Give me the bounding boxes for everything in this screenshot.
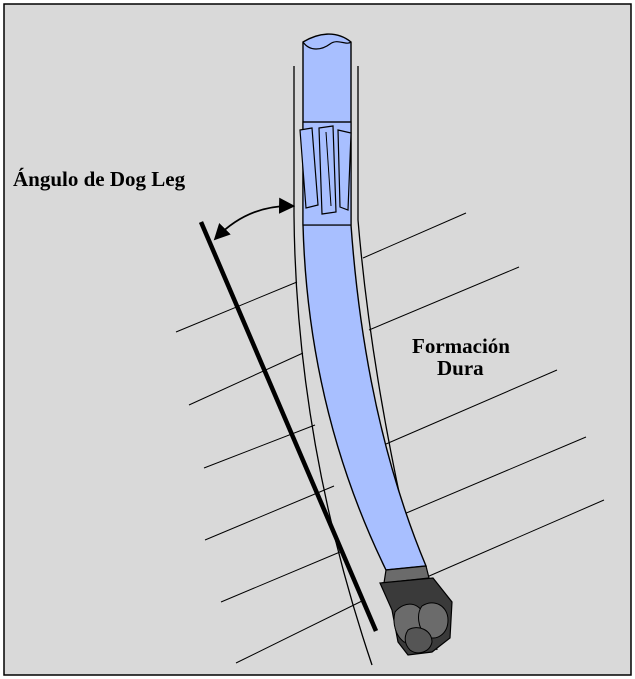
formation-lines [175, 212, 605, 664]
formation-line [203, 424, 316, 469]
stabilizer-blade [299, 127, 319, 209]
borehole-wall-left [293, 66, 373, 666]
formation-label-line2: Dura [437, 356, 484, 380]
bit-cone [404, 627, 433, 654]
formation-line [368, 266, 520, 331]
drill-bit-icon [379, 565, 453, 656]
dogleg-angle-label: Ángulo de Dog Leg [13, 167, 186, 191]
stabilizer-blade [318, 125, 337, 215]
dogleg-angle-arc [213, 197, 296, 241]
bit-cone [418, 602, 449, 639]
formation-line [403, 436, 587, 515]
formation-line [419, 499, 605, 581]
stabilizer-icon [299, 121, 352, 226]
formation-line [204, 485, 335, 541]
formation-line [362, 212, 467, 259]
formation-line [220, 551, 341, 603]
formation-line [235, 599, 365, 664]
formation-label-line1: Formación [412, 334, 510, 358]
reference-line [198, 221, 379, 632]
stabilizer-blade [337, 129, 352, 211]
formation-line [385, 369, 558, 445]
formation-line [188, 352, 304, 406]
pipe-cut-top [302, 41, 352, 50]
